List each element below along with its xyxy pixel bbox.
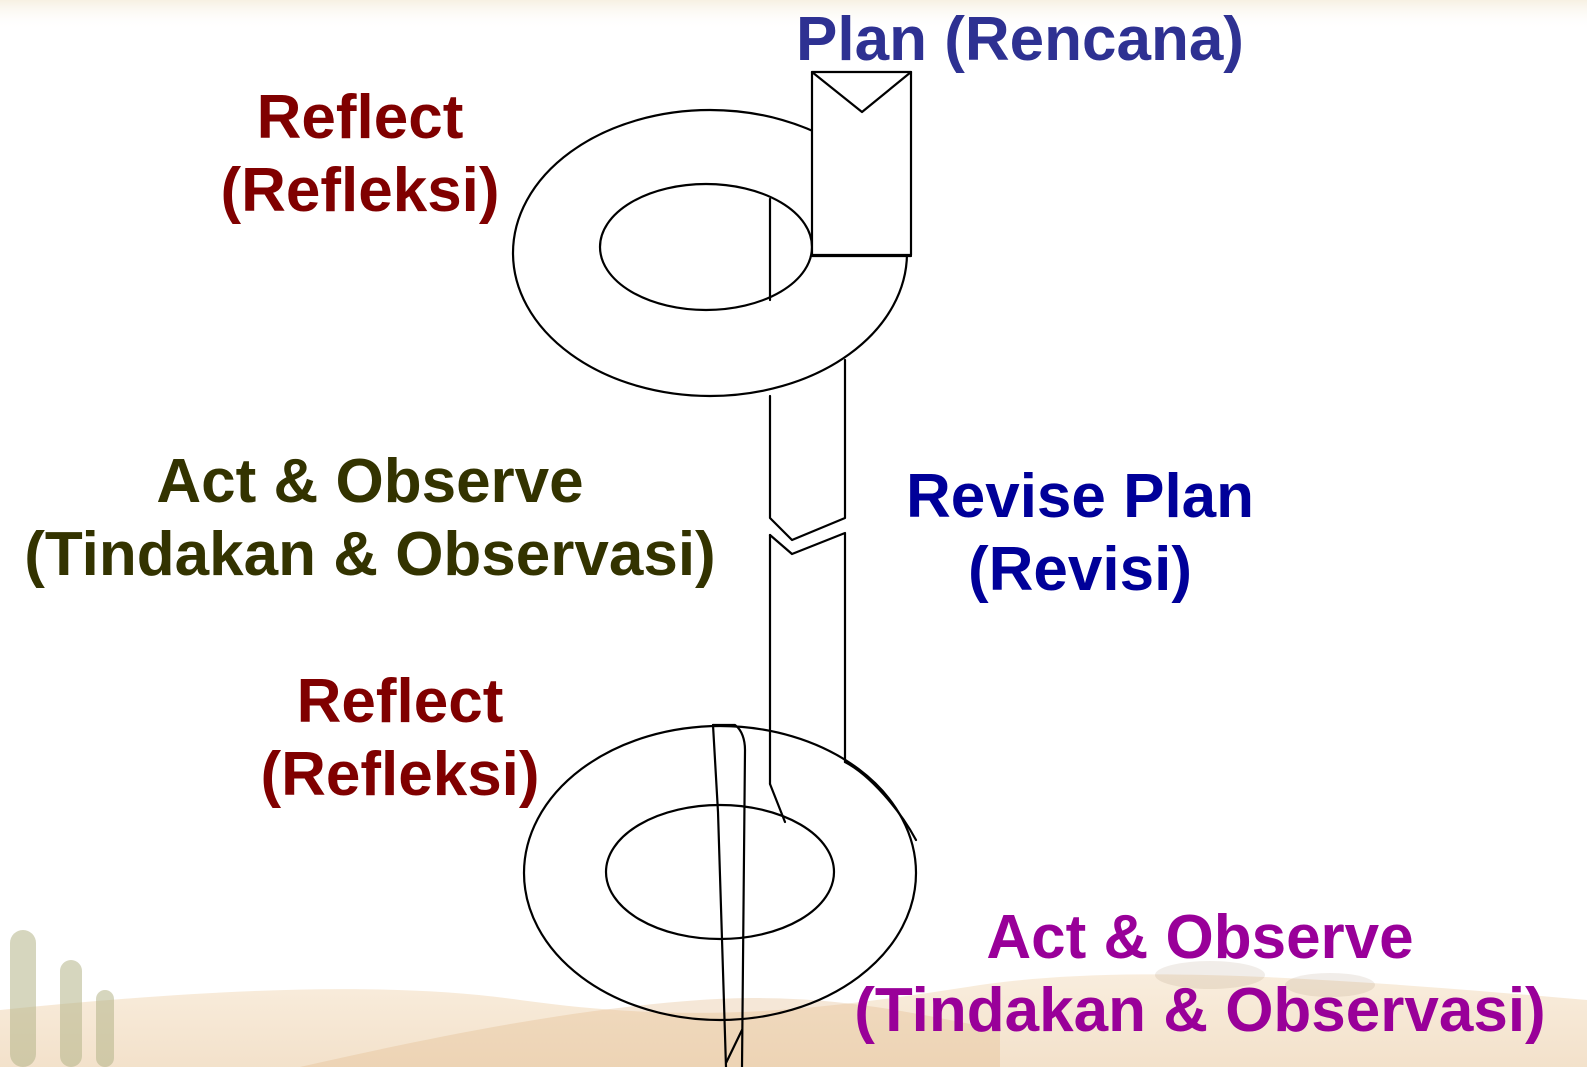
revise-plan-label: Revise Plan (Revisi): [870, 461, 1290, 606]
revise-plan-line2: (Revisi): [968, 534, 1192, 604]
plan-label: Plan (Rencana): [720, 4, 1320, 77]
reflect-bottom-label: Reflect (Refleksi): [200, 666, 600, 811]
cactus-icon: [10, 930, 114, 1067]
act-observe-left-line2: (Tindakan & Observasi): [24, 519, 716, 589]
reflect-top-label: Reflect (Refleksi): [160, 82, 560, 227]
top-ring-inner: [598, 182, 814, 312]
act-observe-right-line1: Act & Observe: [986, 903, 1414, 972]
top-cycle-ring: [511, 70, 913, 398]
exit-strip: [711, 723, 747, 1067]
bottom-ring-inner: [604, 803, 836, 941]
sand-dune: [0, 974, 1587, 1067]
act-observe-right-line2: (Tindakan & Observasi): [854, 975, 1546, 1045]
bottom-cycle-ring: [522, 723, 918, 1067]
backdrop-top-band: [0, 0, 1587, 30]
act-observe-left-label: Act & Observe (Tindakan & Observasi): [0, 446, 740, 591]
revise-plan-strip: [768, 358, 847, 824]
act-observe-right-label: Act & Observe (Tindakan & Observasi): [830, 902, 1570, 1047]
reflect-bottom-line2: (Refleksi): [260, 739, 540, 809]
reflect-top-line2: (Refleksi): [220, 155, 500, 225]
camel-silhouette-icon: [1155, 961, 1375, 997]
plan-label-text: Plan (Rencana): [796, 5, 1244, 74]
reflect-top-line1: Reflect: [256, 83, 464, 152]
sand-dune-far: [300, 998, 1000, 1067]
plan-start-arrow: [810, 70, 913, 257]
reflect-bottom-line1: Reflect: [296, 667, 504, 736]
act-observe-left-line1: Act & Observe: [156, 447, 584, 516]
revise-plan-line1: Revise Plan: [905, 462, 1255, 531]
